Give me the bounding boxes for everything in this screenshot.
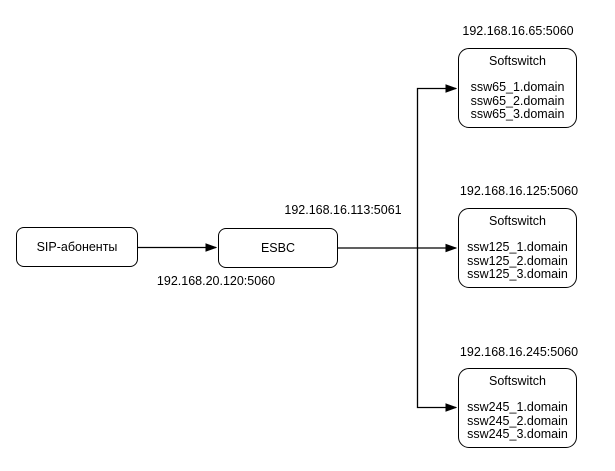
domain-line: ssw65_1.domain — [470, 80, 565, 94]
softswitch-65-domains: ssw65_1.domain ssw65_2.domain ssw65_3.do… — [459, 80, 576, 122]
node-sip-subscribers: SIP-абоненты — [16, 227, 138, 267]
address-label-esbc-outside: 192.168.16.113:5061 — [284, 203, 402, 217]
softswitch-125-domains: ssw125_1.domain ssw125_2.domain ssw125_3… — [459, 240, 576, 282]
domain-line: ssw125_2.domain — [467, 253, 568, 268]
address-label-ssw125: 192.168.16.125:5060 — [459, 184, 579, 198]
domain-line: ssw125_1.domain — [467, 240, 568, 254]
domain-line: ssw245_2.domain — [467, 413, 568, 428]
node-esbc: ESBC — [218, 228, 338, 268]
domain-line: ssw245_1.domain — [467, 400, 568, 414]
softswitch-245-domains: ssw245_1.domain ssw245_2.domain ssw245_3… — [459, 400, 576, 442]
softswitch-125-title: Softswitch — [489, 214, 546, 228]
address-label-ssw65: 192.168.16.65:5060 — [462, 24, 574, 38]
domain-line: ssw125_3.domain — [467, 267, 568, 281]
domain-line: ssw65_3.domain — [470, 107, 565, 121]
node-softswitch-125: Softswitch ssw125_1.domain ssw125_2.doma… — [458, 208, 577, 288]
domain-line: ssw245_3.domain — [467, 427, 568, 441]
softswitch-245-title: Softswitch — [489, 374, 546, 388]
softswitch-65-title: Softswitch — [489, 54, 546, 68]
node-softswitch-65: Softswitch ssw65_1.domain ssw65_2.domain… — [458, 48, 577, 128]
edge-branch-to-ssw245 — [416, 248, 457, 408]
node-softswitch-245: Softswitch ssw245_1.domain ssw245_2.doma… — [458, 368, 577, 448]
address-label-esbc-inside: 192.168.20.120:5060 — [156, 274, 276, 288]
node-esbc-label: ESBC — [260, 241, 296, 255]
node-sip-label: SIP-абоненты — [36, 240, 118, 254]
domain-line: ssw65_2.domain — [470, 93, 565, 108]
edge-branch-to-ssw65 — [416, 89, 457, 248]
address-label-ssw245: 192.168.16.245:5060 — [459, 345, 579, 359]
